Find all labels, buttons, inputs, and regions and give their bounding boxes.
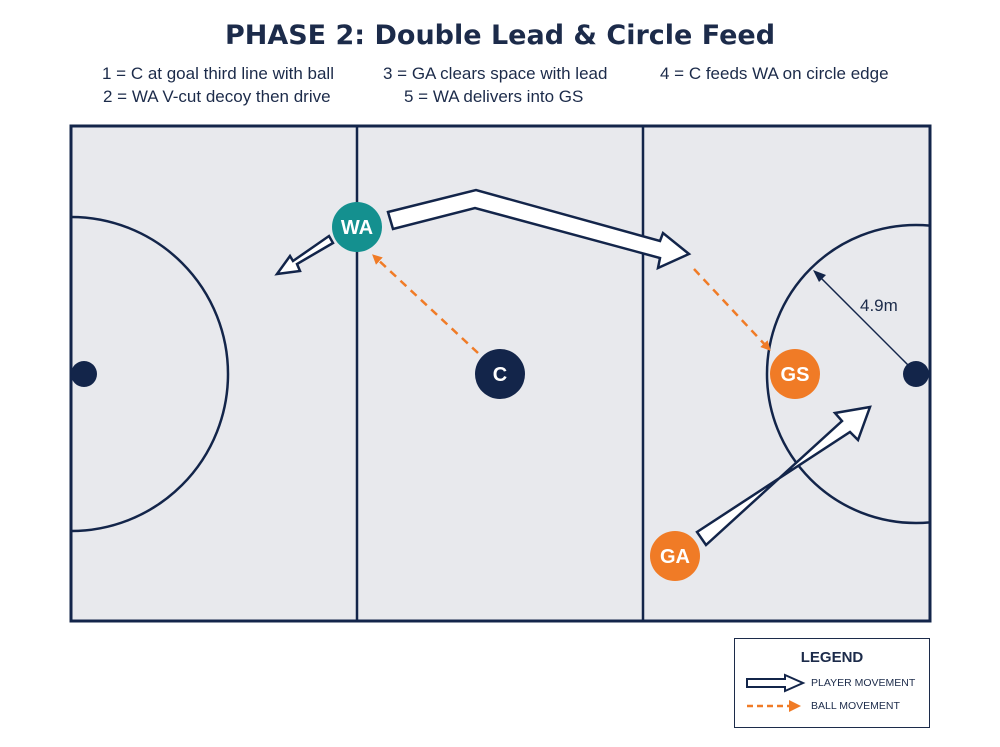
goal-post-right: [903, 361, 929, 387]
step-3: 3 = GA clears space with lead: [383, 64, 608, 83]
player-ga: GA: [650, 531, 700, 581]
legend-player-movement-label: PLAYER MOVEMENT: [811, 677, 916, 689]
goal-post-left: [71, 361, 97, 387]
goal-circle-right: [765, 223, 930, 525]
c-to-wa-ball-pass: [372, 254, 479, 354]
diagram-title: PHASE 2: Double Lead & Circle Feed: [224, 20, 776, 51]
player-c: C: [475, 349, 525, 399]
player-wa-marker: [332, 202, 382, 252]
player-ga-marker: [650, 531, 700, 581]
legend-ball-movement-label: BALL MOVEMENT: [811, 700, 900, 712]
player-c-label: C: [493, 364, 507, 386]
player-gs: GS: [770, 349, 820, 399]
legend-title: LEGEND: [800, 649, 864, 666]
player-wa-label: WA: [341, 217, 373, 239]
hollow-arrow-icon: [746, 673, 806, 693]
step-1: 1 = C at goal third line with ball: [102, 64, 334, 83]
player-c-marker: [475, 349, 525, 399]
wa-drive-movement-arrow: [386, 188, 692, 271]
player-gs-marker: [770, 349, 820, 399]
legend-ball-movement: BALL MOVEMENT: [745, 696, 925, 716]
ga-lead-movement-arrow: [695, 405, 872, 547]
dashed-arrow-icon: [747, 700, 801, 712]
player-ga-label: GA: [660, 546, 690, 568]
wa-decoy-movement-arrow: [274, 234, 335, 276]
circle-radius-measurement: [813, 270, 910, 367]
legend: LEGEND PLAYER MOVEMENT BALL MOVEMENT: [734, 638, 930, 728]
wa-to-gs-ball-pass: [693, 268, 771, 351]
step-2: 2 = WA V-cut decoy then drive: [103, 87, 331, 106]
goal-circle-left: [71, 215, 230, 533]
step-5: 5 = WA delivers into GS: [404, 87, 584, 106]
radius-label: 4.9m: [860, 296, 898, 315]
player-gs-label: GS: [781, 364, 810, 386]
step-4: 4 = C feeds WA on circle edge: [660, 64, 889, 83]
legend-player-movement: PLAYER MOVEMENT: [745, 673, 925, 693]
player-wa: WA: [332, 202, 382, 252]
